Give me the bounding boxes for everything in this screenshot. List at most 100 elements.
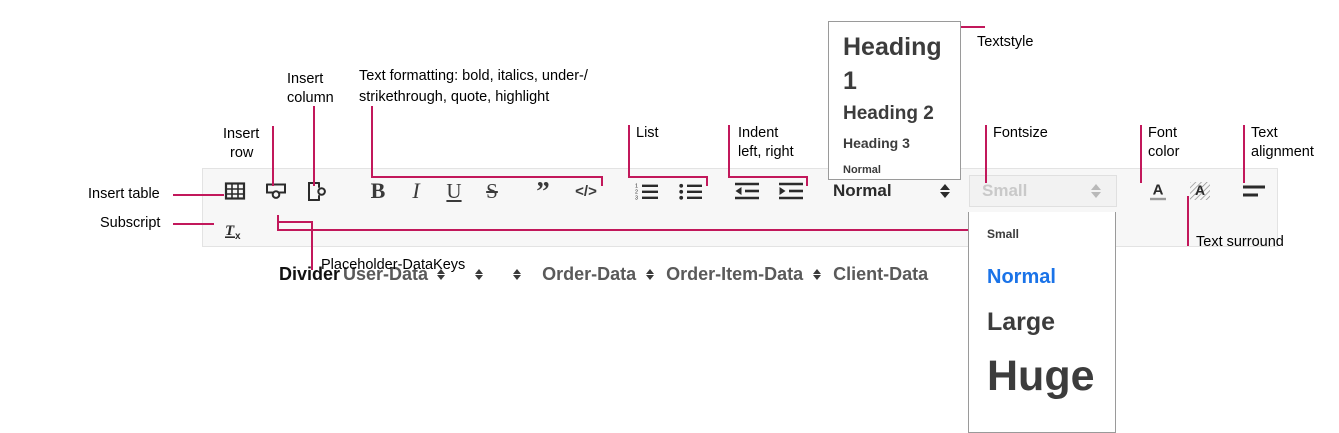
insert-column-button[interactable] [301, 169, 333, 213]
leader-insert-row [272, 126, 274, 186]
annotation-insert-column-line2: column [287, 90, 334, 106]
insert-row-button[interactable] [260, 169, 292, 213]
fontsize-option-normal[interactable]: Normal [987, 266, 1056, 288]
bracket-list-top [628, 176, 708, 178]
annotation-text-formatting-line1: Text formatting: bold, italics, under-/ [359, 68, 588, 84]
textstyle-dropdown-popup[interactable]: Heading 1 Heading 2 Heading 3 Normal [828, 21, 961, 180]
code-button[interactable]: </> [575, 182, 597, 200]
leader-subscript [173, 223, 214, 225]
subscript-icon: T x [223, 220, 247, 242]
textstyle-option-heading-2[interactable]: Heading 2 [843, 103, 934, 124]
ordered-list-button[interactable]: 1 2 3 [631, 169, 663, 213]
insert-row-icon [264, 180, 288, 202]
align-left-icon [1241, 182, 1267, 200]
datakey-client-data[interactable]: Client-Data [833, 264, 929, 284]
insert-table-button[interactable] [219, 169, 251, 213]
annotation-indent-line1: Indent [738, 125, 779, 141]
annotation-subscript: Subscript [100, 215, 161, 231]
font-color-icon: A [1145, 179, 1171, 203]
font-color-button[interactable]: A [1141, 169, 1175, 213]
leader-text-surround [1187, 196, 1189, 246]
annotation-font-color-line1: Font [1148, 125, 1178, 141]
bracket-indent-top [728, 176, 808, 178]
svg-text:x: x [235, 231, 241, 242]
placeholder-datakeys-list: Divider User-Data Order-Data Order-Item-… [279, 257, 928, 292]
datakey-separator-icon[interactable] [437, 269, 446, 280]
chevron-updown-icon [1088, 184, 1104, 198]
insert-column-icon [305, 180, 329, 202]
bullet-list-button[interactable] [675, 169, 707, 213]
annotation-list: List [636, 125, 659, 141]
textstyle-select-value: Normal [833, 181, 892, 200]
leader-insert-table [173, 194, 224, 196]
datakey-user-data[interactable]: User-Data [343, 264, 429, 284]
leader-insert-column [313, 106, 315, 186]
leader-indent [728, 125, 730, 178]
fontsize-option-large[interactable]: Large [987, 308, 1056, 336]
datakey-divider[interactable]: Divider [279, 264, 341, 284]
bracket-placeholder-left [277, 221, 313, 223]
bracket-text-formatting-right [601, 176, 603, 186]
leader-text-formatting [371, 106, 373, 178]
leader-placeholder-datakeys [311, 222, 313, 270]
datakey-separator-icon[interactable] [646, 269, 655, 280]
bold-button[interactable]: B [370, 178, 386, 203]
annotation-font-color-line2: color [1148, 144, 1180, 160]
textstyle-option-normal[interactable]: Normal [843, 164, 881, 176]
toolbar-row-placeholders: T x Divider User-Data Order-Data Order-I… [203, 213, 1277, 284]
quote-button[interactable]: ” [536, 176, 550, 206]
annotation-text-alignment-line1: Text [1251, 125, 1278, 141]
fontsize-dropdown-popup[interactable]: Small Normal Large Huge [968, 212, 1116, 433]
text-surround-button[interactable]: A [1183, 169, 1217, 213]
subscript-button[interactable]: T x [219, 213, 251, 248]
annotation-insert-column-line1: Insert [287, 71, 324, 87]
indent-increase-icon [778, 181, 804, 201]
datakey-order-item-data[interactable]: Order-Item-Data [666, 264, 804, 284]
fontsize-option-huge[interactable]: Huge [987, 352, 1095, 400]
bracket-list-right [706, 176, 708, 186]
annotation-text-formatting-line2: strikethrough, quote, highlight [359, 89, 550, 105]
svg-text:3: 3 [635, 196, 638, 201]
bracket-text-formatting-top [371, 176, 603, 178]
annotation-insert-table: Insert table [88, 186, 160, 202]
leader-list [628, 125, 630, 178]
annotation-fontsize: Fontsize [993, 125, 1048, 141]
annotation-text-alignment-line2: alignment [1251, 144, 1314, 160]
fontsize-select-value: Small [982, 181, 1028, 200]
svg-text:2: 2 [635, 190, 638, 196]
chevron-updown-icon [937, 184, 953, 198]
datakey-separator-icon[interactable] [475, 269, 484, 280]
indent-right-button[interactable] [775, 169, 807, 213]
bullet-list-icon [679, 181, 703, 201]
annotation-insert-row-line1: Insert [223, 126, 260, 142]
bracket-placeholder-start [277, 215, 279, 229]
datakey-separator-icon[interactable] [513, 269, 522, 280]
text-highlight-icon: A [1187, 179, 1213, 203]
bracket-indent-right [806, 176, 808, 186]
svg-text:1: 1 [635, 184, 638, 190]
indent-decrease-icon [734, 181, 760, 201]
leader-fontsize [985, 125, 987, 183]
fontsize-select[interactable]: Small [969, 175, 1117, 207]
svg-text:A: A [1195, 182, 1205, 198]
datakey-separator-icon[interactable] [813, 269, 822, 280]
annotation-indent-line2: left, right [738, 144, 794, 160]
insert-table-icon [224, 180, 246, 202]
leader-text-alignment [1243, 125, 1245, 183]
underline-button[interactable]: U [446, 178, 462, 203]
indent-left-button[interactable] [731, 169, 763, 213]
bracket-placeholder-bottom [277, 229, 974, 231]
annotation-insert-row-line2: row [230, 145, 254, 161]
text-alignment-button[interactable] [1237, 169, 1271, 213]
strikethrough-button[interactable]: S [486, 178, 498, 203]
svg-text:A: A [1153, 182, 1164, 199]
textstyle-option-heading-1[interactable]: Heading 1 [843, 33, 942, 95]
textstyle-option-heading-3[interactable]: Heading 3 [843, 135, 910, 151]
italic-button[interactable]: I [412, 178, 420, 203]
annotation-text-surround: Text surround [1196, 234, 1284, 250]
textstyle-select[interactable]: Normal [833, 178, 953, 204]
fontsize-option-small[interactable]: Small [987, 227, 1020, 241]
editor-toolbar: B I U S ” </> 1 2 3 [202, 168, 1278, 284]
datakey-order-data[interactable]: Order-Data [542, 264, 637, 284]
